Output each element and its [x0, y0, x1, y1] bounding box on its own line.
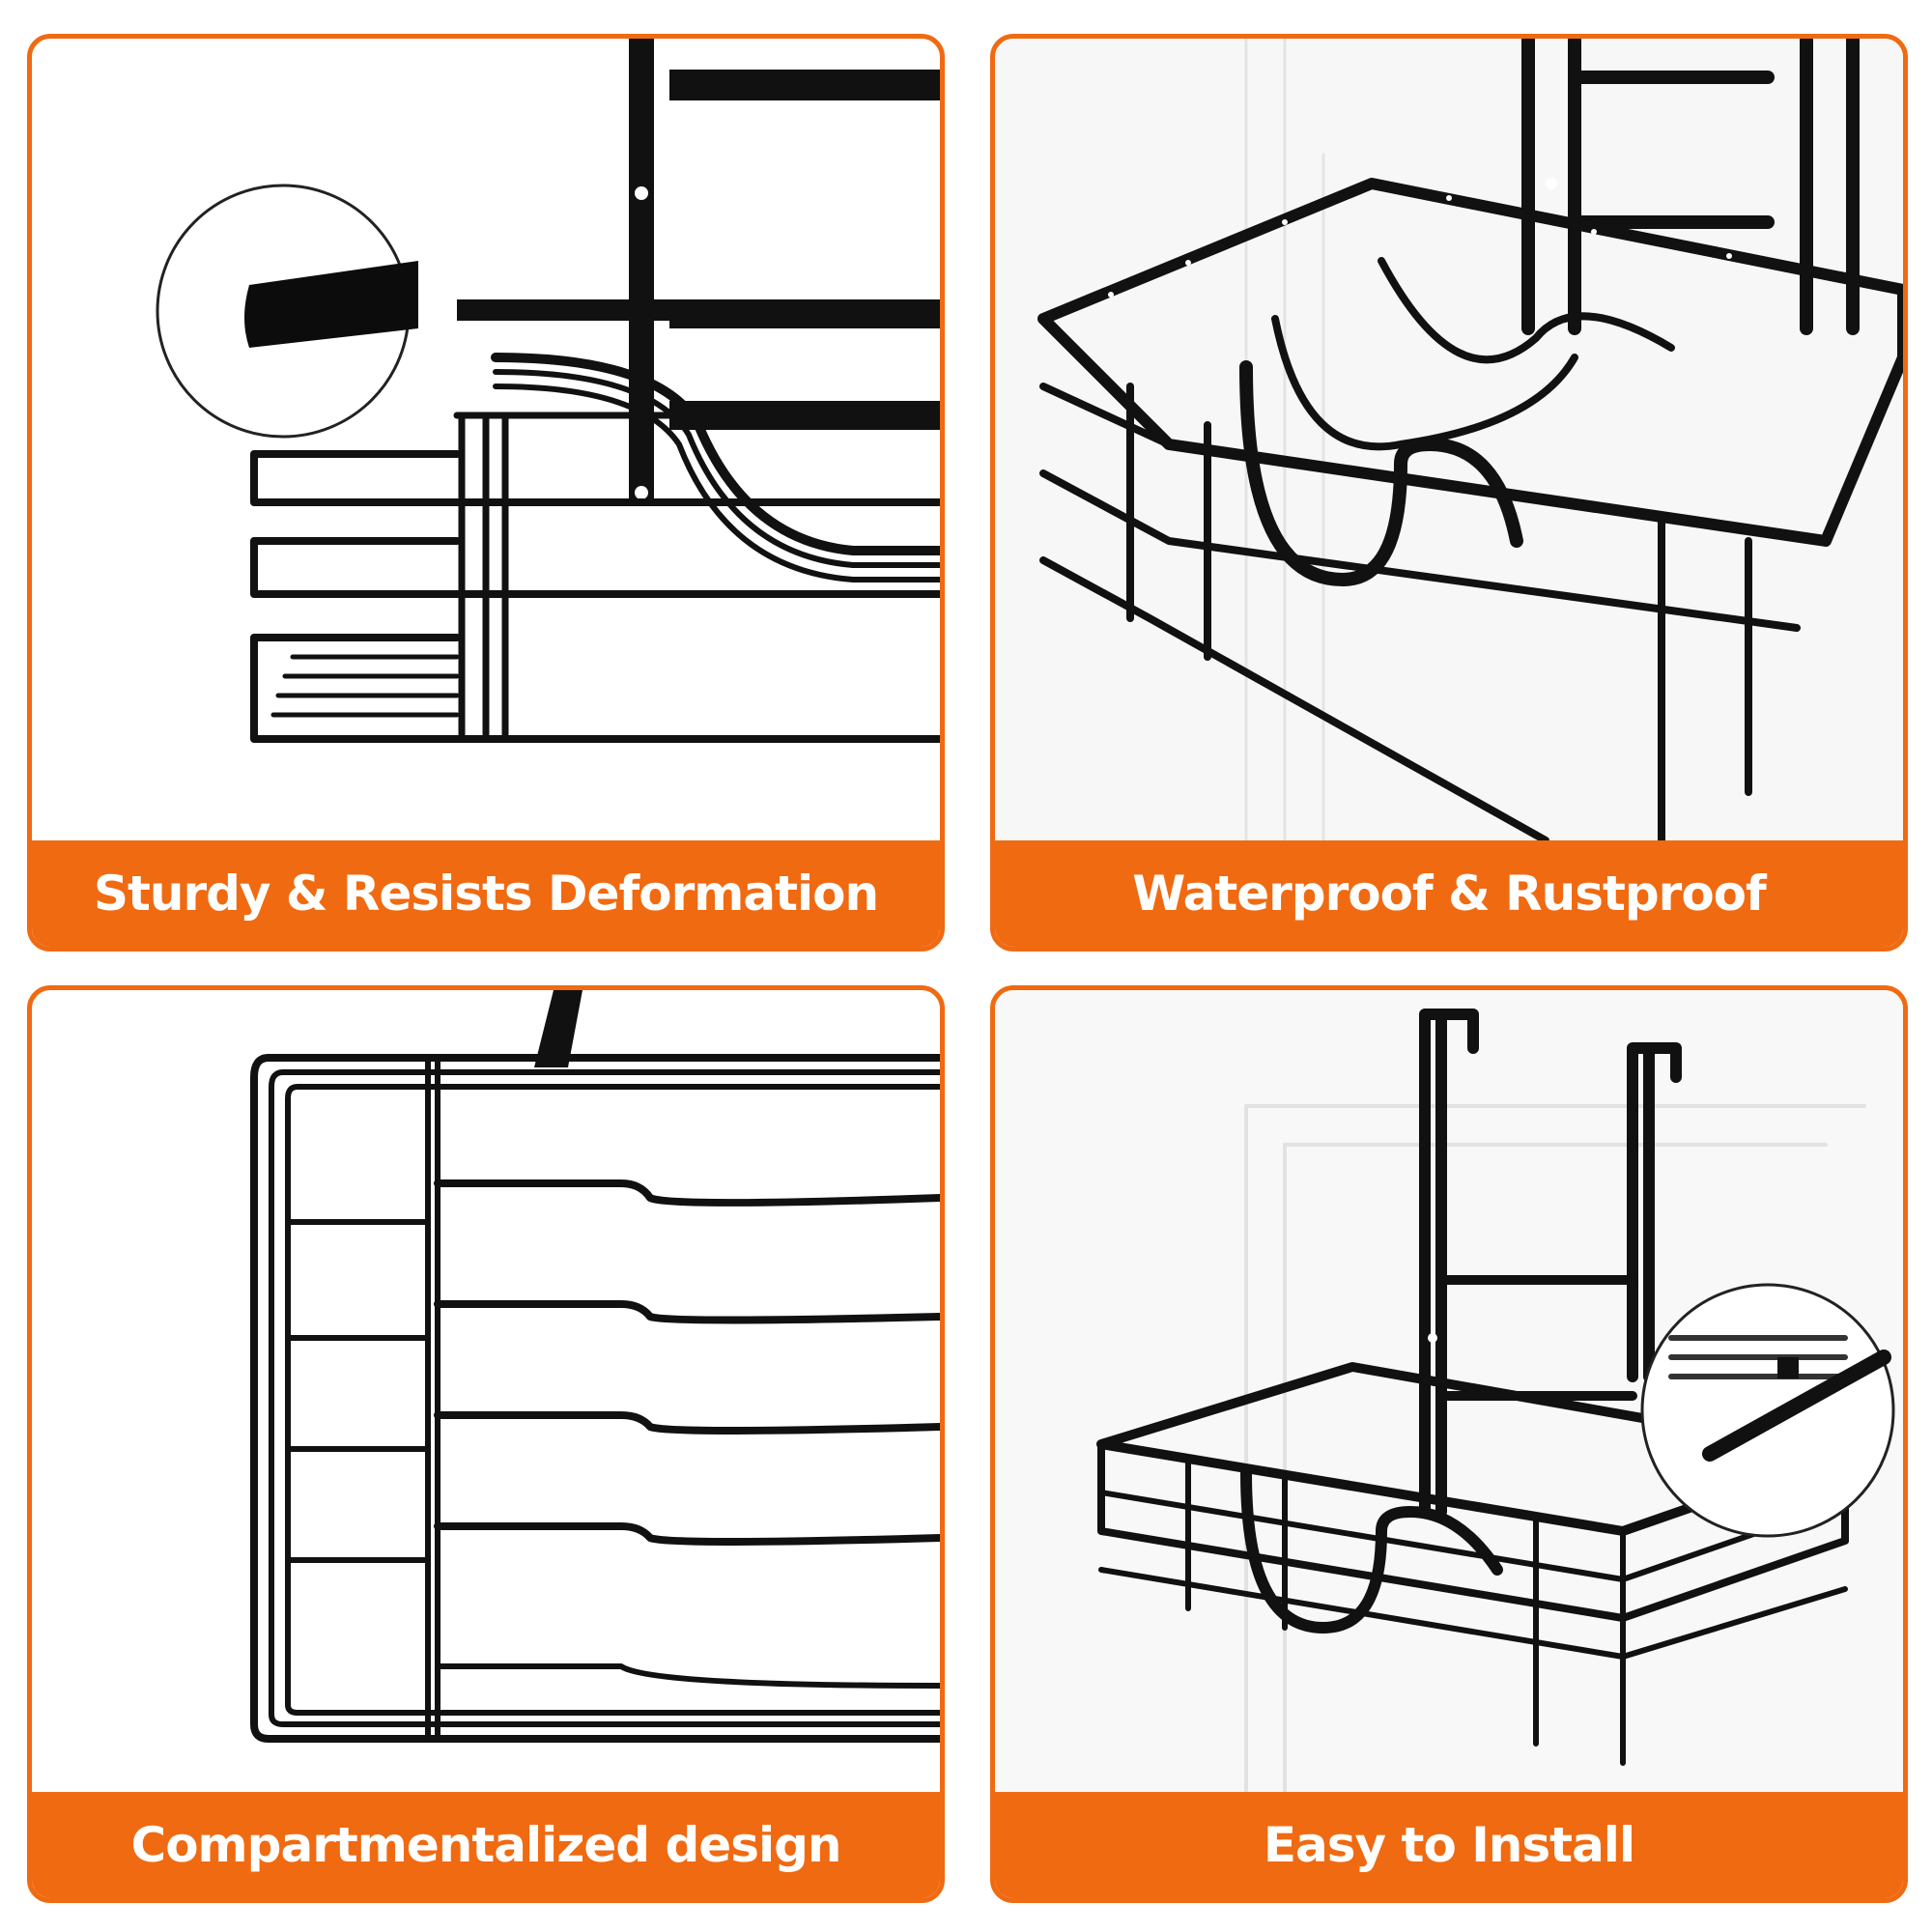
- feature-card-waterproof: Waterproof & Rustproof: [990, 34, 1908, 952]
- feature-caption: Sturdy & Resists Deformation: [32, 840, 940, 947]
- feature-caption: Compartmentalized design: [32, 1792, 940, 1898]
- feature-card-sturdy: Sturdy & Resists Deformation: [27, 34, 945, 952]
- feature-card-compartmentalized: Compartmentalized design: [27, 985, 945, 1903]
- feature-card-easy-install: Easy to Install: [990, 985, 1908, 1903]
- feature-caption: Easy to Install: [995, 1792, 1903, 1898]
- wet-basket-image: [995, 39, 1903, 840]
- basket-top-view-image: [32, 990, 940, 1792]
- rack-detail-image: [32, 39, 940, 840]
- over-door-basket-image: [995, 990, 1903, 1792]
- feature-caption: Waterproof & Rustproof: [995, 840, 1903, 947]
